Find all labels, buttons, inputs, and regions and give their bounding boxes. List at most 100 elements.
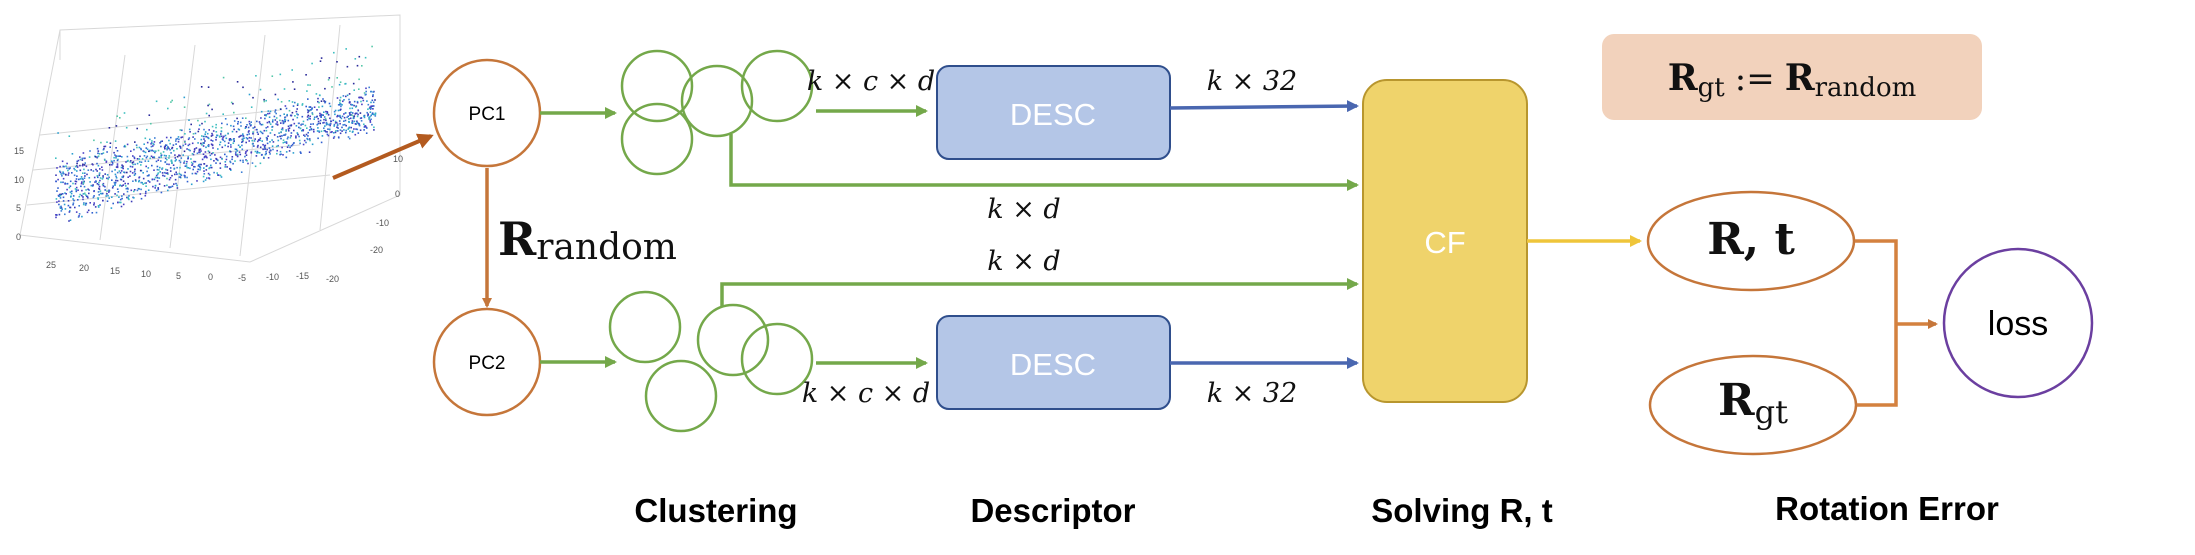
cloud-point — [287, 136, 289, 138]
cloud-point — [242, 134, 244, 137]
cloud-point — [222, 139, 224, 141]
cloud-point — [182, 144, 185, 147]
cloud-point — [188, 128, 191, 131]
cloud-point — [160, 191, 163, 194]
cloud-point — [317, 122, 320, 125]
assign-lhs-main: R — [1668, 57, 1699, 99]
cloud-point — [103, 148, 105, 150]
cloud-point — [284, 133, 287, 136]
cloud-point — [121, 167, 124, 169]
cloud-point — [365, 132, 368, 134]
cloud-point — [313, 106, 316, 108]
cloud-point — [99, 168, 101, 170]
cloud-point — [372, 105, 375, 107]
cloud-point — [203, 173, 206, 175]
cloud-point — [163, 154, 166, 157]
cloud-point — [338, 120, 341, 122]
cloud-point — [97, 191, 100, 193]
cloud-point — [83, 177, 86, 179]
cloud-point — [204, 133, 206, 135]
cloud-point — [191, 153, 194, 155]
cloud-point — [190, 123, 192, 126]
cloud-point — [308, 129, 311, 131]
cloud-point — [280, 122, 282, 124]
cloud-point — [117, 155, 119, 157]
cloud-point — [111, 170, 113, 173]
cloud-point — [101, 169, 104, 171]
cloud-point — [97, 152, 99, 155]
cloud-point — [348, 137, 351, 140]
cloud-point — [333, 51, 335, 54]
cloud-point — [349, 112, 351, 115]
cloud-point — [211, 108, 213, 111]
cloud-point — [296, 116, 299, 119]
cloud-point — [263, 146, 266, 148]
cloud-point — [203, 138, 205, 140]
cloud-point — [197, 168, 199, 171]
cloud-point — [115, 177, 118, 179]
cloud-point — [211, 152, 213, 155]
cloud-point — [111, 179, 113, 181]
cloud-point — [166, 148, 168, 151]
cloud-point — [102, 152, 105, 154]
cloud-point — [248, 130, 250, 132]
cloud-point — [306, 90, 308, 92]
cloud-point — [309, 84, 311, 86]
cloud-point — [111, 162, 114, 165]
cloud-point — [66, 182, 69, 185]
cloud-point — [96, 156, 99, 158]
cloud-point — [271, 75, 274, 77]
cloud-point — [76, 170, 78, 172]
cloud-point — [368, 117, 370, 119]
cloud-point — [124, 145, 127, 148]
cloud-point — [210, 139, 212, 141]
cloud-point — [75, 180, 78, 183]
cloud-point — [288, 109, 291, 112]
cloud-point — [95, 211, 98, 214]
cloud-point — [106, 200, 109, 202]
cloud-point — [193, 148, 196, 150]
cloud-point — [252, 131, 254, 133]
cloud-point — [145, 185, 147, 187]
cloud-point — [159, 171, 161, 173]
cloud-point — [184, 133, 186, 135]
cloud-point — [67, 204, 70, 207]
cloud-point — [178, 176, 181, 178]
cloud-point — [153, 169, 155, 171]
cloud-point — [149, 149, 151, 152]
cloud-point — [101, 153, 103, 155]
cloud-point — [222, 76, 225, 79]
cloud-point — [280, 131, 282, 133]
cloud-point — [59, 170, 61, 173]
cloud-point — [372, 94, 374, 96]
cloud-point — [84, 175, 86, 177]
cloud-point — [336, 115, 338, 118]
cloud-point — [94, 156, 97, 158]
cloud-point — [342, 100, 344, 103]
cloud-point — [170, 101, 172, 103]
cloud-point — [319, 112, 321, 115]
cloud-point — [323, 118, 325, 121]
assign-rhs-main: R — [1785, 57, 1816, 99]
cloud-point — [280, 108, 282, 111]
cloud-point — [168, 178, 171, 181]
point-cloud-plot: 15 10 5 0 25 20 15 10 5 0 -5 -10 -15 -20… — [14, 14, 403, 284]
cloud-point — [365, 93, 367, 96]
cloud-point — [95, 168, 97, 171]
stage-rotation-error: Rotation Error — [1775, 490, 1999, 527]
cloud-point — [188, 137, 191, 139]
cloud-point — [223, 140, 226, 143]
cloud-point — [296, 132, 299, 134]
cloud-point — [302, 120, 305, 123]
cloud-point — [324, 117, 327, 120]
cloud-point — [64, 192, 66, 194]
cloud-point — [154, 184, 157, 187]
cloud-point — [285, 107, 288, 110]
cloud-point — [251, 162, 254, 164]
cloud-point — [215, 123, 217, 126]
cloud-point — [62, 172, 64, 175]
cloud-point — [90, 184, 93, 187]
cloud-point — [73, 174, 76, 177]
cloud-point — [285, 151, 288, 153]
cloud-point — [311, 113, 314, 116]
